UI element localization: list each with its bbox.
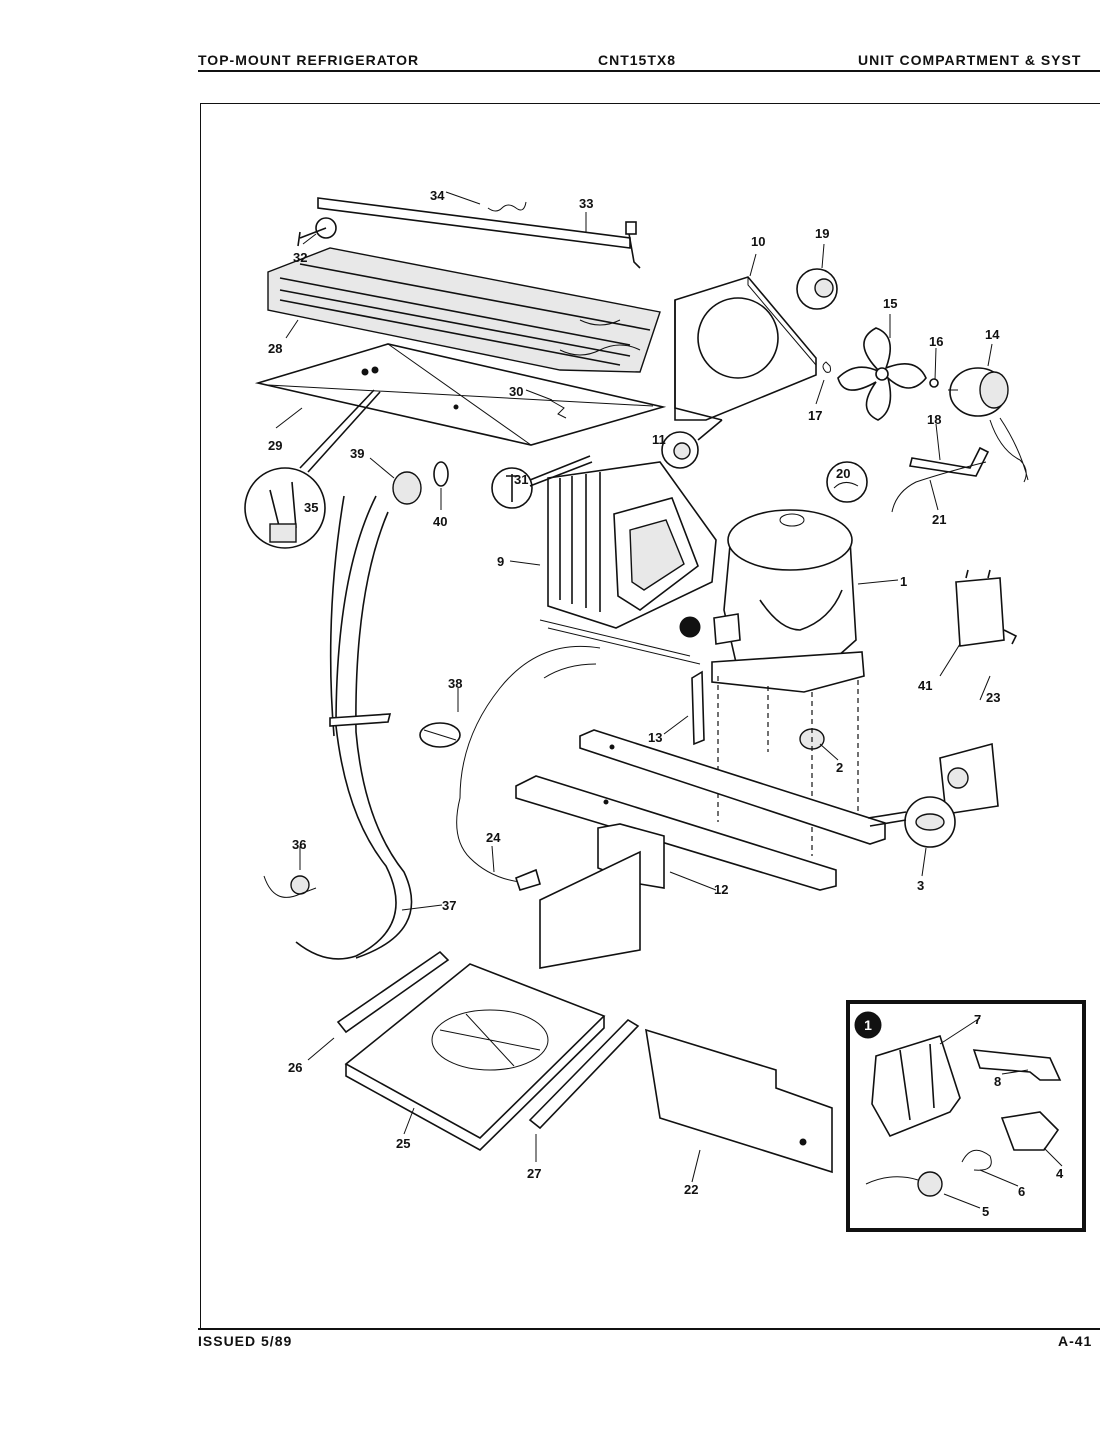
callout-7: 7 xyxy=(974,1012,981,1027)
callout-26: 26 xyxy=(288,1060,302,1075)
diagram-frame xyxy=(200,103,1100,1329)
callout-36: 36 xyxy=(292,837,306,852)
callout-34: 34 xyxy=(430,188,445,203)
rail-26 xyxy=(336,950,450,1034)
footer-issued-date: ISSUED 5/89 xyxy=(198,1333,293,1349)
rail-27 xyxy=(528,1018,640,1130)
header-model-number: CNT15TX8 xyxy=(598,52,677,68)
drip-plate-29 xyxy=(254,343,667,446)
callout-13: 13 xyxy=(648,730,662,745)
clamp-38 xyxy=(419,722,461,748)
capacitor-41 xyxy=(955,569,1018,647)
callout-4: 4 xyxy=(1056,1166,1064,1181)
callout-12: 12 xyxy=(714,882,728,897)
drain-tube-34 xyxy=(487,201,527,212)
callout-10: 10 xyxy=(751,234,765,249)
mounting-guide-lines xyxy=(717,676,859,856)
compressor-1 xyxy=(711,509,865,693)
callout-28: 28 xyxy=(268,341,282,356)
drier-13 xyxy=(691,670,705,746)
callout-24: 24 xyxy=(486,830,501,845)
callout-32: 32 xyxy=(293,250,307,265)
callout-29: 29 xyxy=(268,438,282,453)
fan-motor-14 xyxy=(948,367,1029,483)
callout-9: 9 xyxy=(497,554,504,569)
callout-6: 6 xyxy=(1018,1184,1025,1199)
clip-30 xyxy=(549,399,567,419)
callout-21: 21 xyxy=(932,512,946,527)
detail-circle-3 xyxy=(867,796,956,848)
fan-blade-15 xyxy=(837,327,927,421)
callout-27: 27 xyxy=(527,1166,541,1181)
drain-hose-37 xyxy=(295,495,413,960)
callout-41: 41 xyxy=(918,678,932,693)
header-rule xyxy=(198,70,1100,72)
footer-rule xyxy=(198,1328,1100,1330)
drain-pan-25 xyxy=(344,963,606,1151)
callout-30: 30 xyxy=(509,384,523,399)
bracket-12 xyxy=(539,823,665,969)
harness-18-21 xyxy=(826,446,990,513)
inset-box: 1 xyxy=(846,1000,1086,1232)
grommet-11 xyxy=(661,419,723,469)
callout-11: 11 xyxy=(652,432,666,447)
callout-25: 25 xyxy=(396,1136,410,1151)
callout-19: 19 xyxy=(815,226,829,241)
grommet-19 xyxy=(796,268,838,310)
condenser-coil-28 xyxy=(267,247,661,373)
nut-16 xyxy=(929,378,939,388)
callout-16: 16 xyxy=(929,334,943,349)
inset-marker-label: 1 xyxy=(864,1017,872,1033)
callout-14: 14 xyxy=(985,327,1000,342)
power-cord-24 xyxy=(456,645,601,891)
callout-33: 33 xyxy=(579,196,593,211)
callout-8: 8 xyxy=(994,1074,1001,1089)
callout-labels: 34 33 32 28 29 30 10 19 15 16 14 17 11 1… xyxy=(268,188,1064,1219)
callout-40: 40 xyxy=(433,514,447,529)
fan-shroud-10 xyxy=(674,276,817,421)
callout-15: 15 xyxy=(883,296,897,311)
detail-circle-31 xyxy=(491,455,593,509)
evaporator-9 xyxy=(539,461,717,665)
callout-39: 39 xyxy=(350,446,364,461)
grille-22 xyxy=(645,1028,833,1174)
callout-20: 20 xyxy=(836,466,850,481)
callout-35: 35 xyxy=(304,500,318,515)
callout-37: 37 xyxy=(442,898,456,913)
grommet-40 xyxy=(433,461,449,487)
callout-23: 23 xyxy=(986,690,1000,705)
callout-17: 17 xyxy=(808,408,822,423)
callout-31: 31 xyxy=(514,472,528,487)
callout-38: 38 xyxy=(448,676,462,691)
condenser-tube-33 xyxy=(297,197,641,269)
callout-1: 1 xyxy=(900,574,907,589)
clip-17 xyxy=(822,361,831,373)
valve-36 xyxy=(263,875,317,898)
header-section: UNIT COMPARTMENT & SYST xyxy=(858,52,1082,68)
header-title: TOP-MOUNT REFRIGERATOR xyxy=(198,52,420,68)
inset-reference-marker xyxy=(679,616,701,638)
leader-lines xyxy=(275,191,1063,1209)
grommet-39 xyxy=(392,471,422,505)
callout-22: 22 xyxy=(684,1182,698,1197)
base-rails xyxy=(515,729,886,891)
detail-circle-35 xyxy=(244,389,381,549)
callout-5: 5 xyxy=(982,1204,989,1219)
callout-3: 3 xyxy=(917,878,924,893)
relay-23 xyxy=(939,742,999,815)
callout-2: 2 xyxy=(836,760,843,775)
callout-18: 18 xyxy=(927,412,941,427)
footer-page-number: A-41 xyxy=(1058,1333,1093,1349)
